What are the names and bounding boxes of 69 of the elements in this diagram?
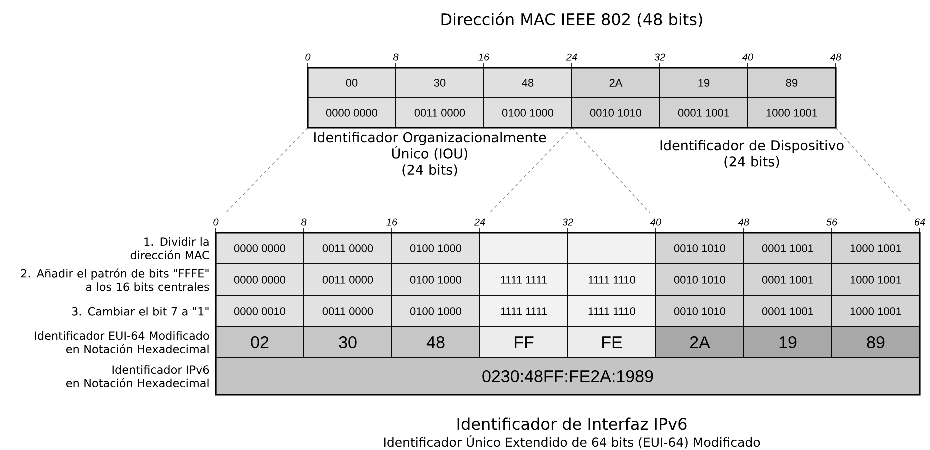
hex-cell: 2A: [656, 326, 744, 358]
hex-cell: 2A: [572, 68, 660, 98]
binary-cell: 0100 1000: [392, 232, 480, 264]
row-label: 1. Dividir la dirección MAC: [130, 237, 210, 260]
binary-cell: 1000 1001: [832, 264, 920, 296]
hex-cell: FE: [568, 326, 656, 358]
hex-cell: 02: [216, 326, 304, 358]
bit-number: 64: [915, 218, 926, 226]
binary-cell: 1111 1110: [568, 296, 656, 328]
binary-cell: 1000 1001: [832, 232, 920, 264]
binary-cell: 0011 0000: [396, 98, 484, 128]
bit-number: 56: [826, 218, 838, 226]
caption-text: Identificador de Interfaz IPv6: [458, 418, 687, 430]
binary-cell: 0001 1001: [744, 232, 832, 264]
bit-number: 16: [478, 54, 490, 61]
hex-cell: 00: [308, 68, 396, 98]
field-label: Identificador de Dispositivo (24 bits): [660, 140, 844, 168]
bit-number: 8: [302, 218, 307, 226]
binary-cell: 1111 1111: [480, 296, 568, 328]
hex-cell: FF: [480, 326, 568, 358]
binary-cell: 0001 1001: [744, 296, 832, 328]
bit-number: 32: [562, 218, 574, 226]
hex-cell: 89: [748, 68, 836, 98]
binary-cell: 0011 0000: [304, 232, 392, 264]
hex-cell: 48: [392, 326, 480, 358]
binary-cell: 0100 1000: [484, 98, 572, 128]
binary-cell: 0100 1000: [392, 296, 480, 328]
binary-cell: 0000 0000: [216, 264, 304, 296]
row-label: 3. Cambiar el bit 7 a "1": [72, 307, 209, 316]
row-label: Identificador EUI-64 Modificado en Notación Hexadecimal: [35, 331, 210, 354]
hex-cell: 30: [396, 68, 484, 98]
caption-text: Identificador Único Extendido de 64 bits (EUI-64) Modificado: [384, 435, 760, 449]
bit-number: 48: [830, 54, 842, 61]
row-label: Identificador IPv6 en Notación Hexadecimal: [66, 365, 210, 388]
bit-number: 40: [742, 54, 754, 61]
binary-cell: 0001 1001: [744, 264, 832, 296]
binary-cell: 0011 0000: [304, 264, 392, 296]
binary-cell: 0011 0000: [304, 296, 392, 328]
binary-cell: 0010 1010: [572, 98, 660, 128]
binary-cell: 1000 1001: [748, 98, 836, 128]
bit-number: 24: [566, 54, 578, 61]
binary-cell: 0000 0000: [308, 98, 396, 128]
hex-cell: 19: [660, 68, 748, 98]
bit-number: 16: [386, 218, 398, 226]
binary-cell: 1111 1110: [568, 264, 656, 296]
hex-cell: 89: [832, 326, 920, 358]
row-label: 2. Añadir el patrón de bits "FFFE" a los 16 bits centrales: [21, 268, 210, 292]
bit-number: 8: [394, 54, 399, 61]
binary-cell: 0100 1000: [392, 264, 480, 296]
binary-cell: 1111 1111: [480, 264, 568, 296]
binary-cell: 0010 1010: [656, 232, 744, 264]
bit-number: 24: [474, 218, 486, 226]
bit-number: 48: [738, 218, 750, 226]
bit-number: 0: [306, 54, 311, 61]
binary-cell: 1000 1001: [832, 296, 920, 328]
title: Dirección MAC IEEE 802 (48 bits): [442, 12, 702, 28]
binary-cell: 0010 1010: [656, 264, 744, 296]
bit-number: 0: [214, 218, 219, 226]
binary-cell: 0001 1001: [660, 98, 748, 128]
address-cell: 0230:48FF:FE2A:1989: [216, 358, 920, 396]
hex-cell: 48: [484, 68, 572, 98]
hex-cell: 19: [744, 326, 832, 358]
binary-cell: 0000 0000: [216, 232, 304, 264]
binary-cell: 0000 0010: [216, 296, 304, 328]
bit-number: 40: [650, 218, 662, 226]
field-label: Identificador Organizacionalmente Único (IOU) (24 bits): [314, 132, 546, 177]
hex-cell: 30: [304, 326, 392, 358]
bit-number: 32: [654, 54, 666, 61]
binary-cell: 0010 1010: [656, 296, 744, 328]
